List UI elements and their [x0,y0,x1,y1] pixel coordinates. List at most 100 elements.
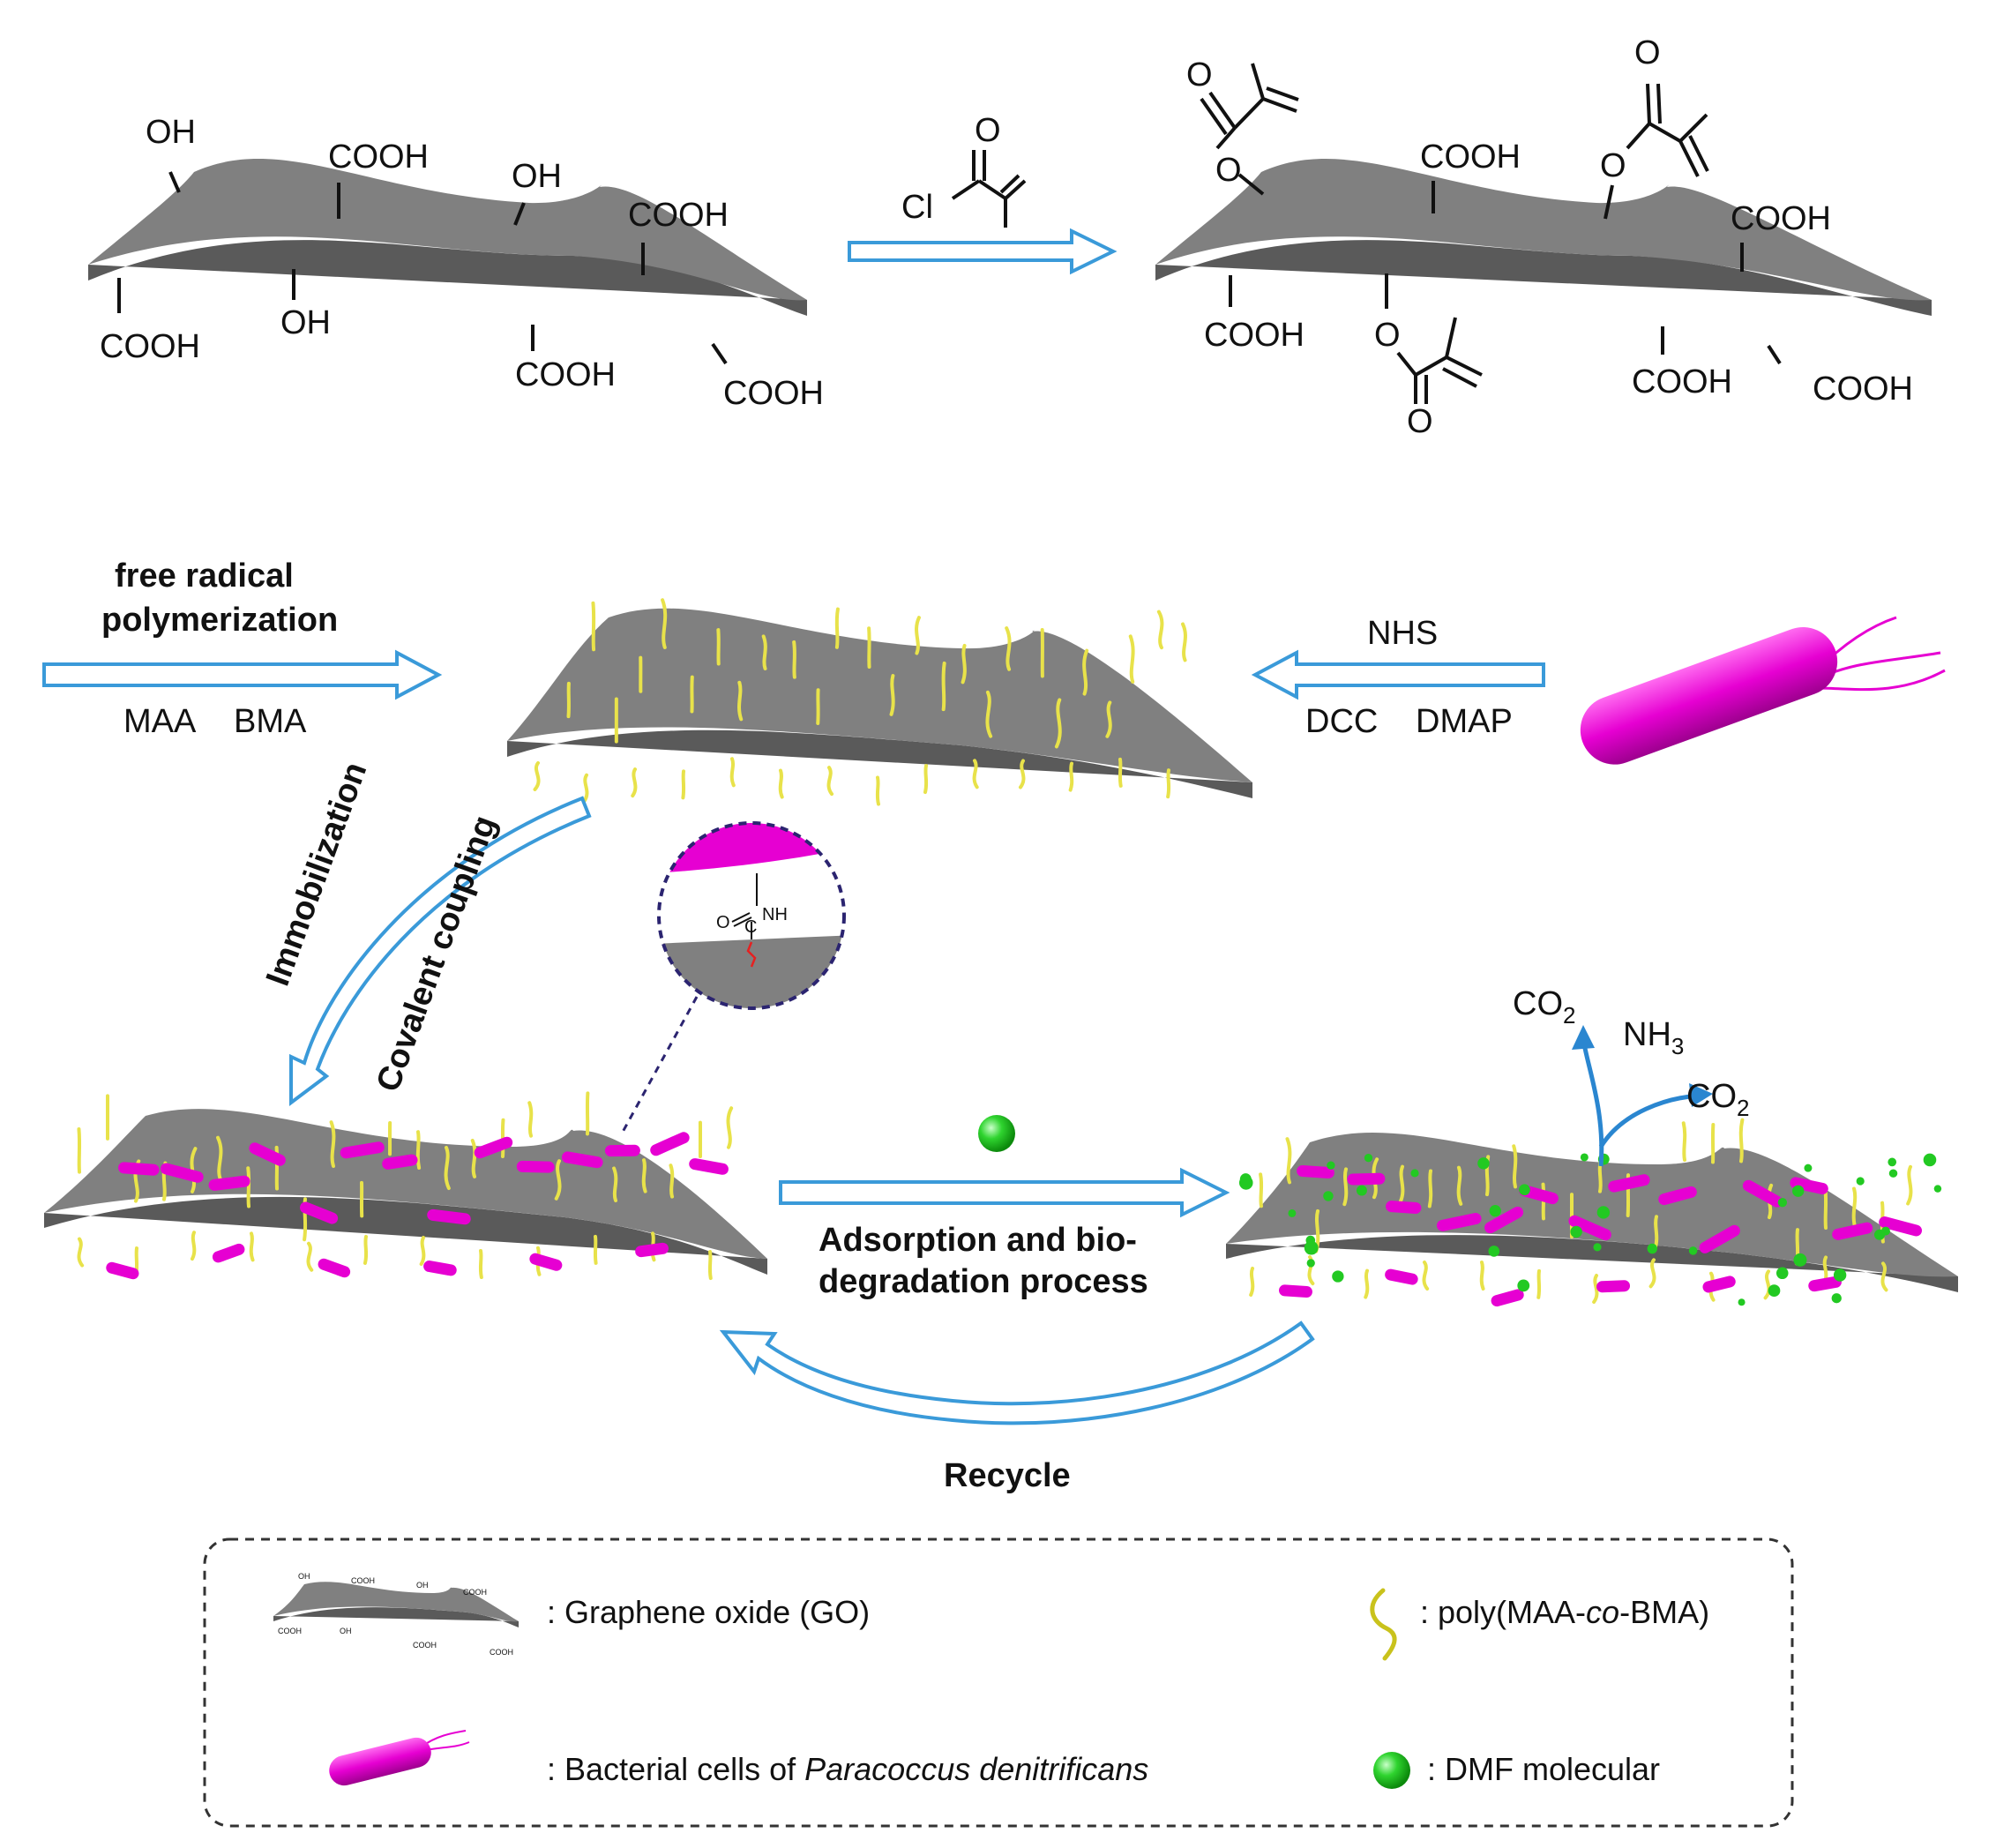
polymer-chain [554,1159,562,1201]
dmf-dot [1793,1253,1807,1267]
dmf-dot [1327,1161,1335,1170]
group-label: COOH [100,328,200,365]
polymer-chain [1005,626,1012,671]
bacterium [1484,1206,1524,1234]
dmf-dot [1288,1208,1297,1217]
dmf-dot [1570,1225,1582,1238]
mini-group-label: COOH [490,1648,513,1657]
polymer-chain [1166,768,1171,799]
polymer-chain [1068,761,1074,792]
polymer-chain [216,1135,223,1182]
polymer-chain [1648,1258,1656,1289]
bacterium [300,1201,339,1224]
bacterium [604,1144,640,1157]
mini-group-label: COOH [463,1588,487,1597]
dmf-dot [1356,1185,1367,1196]
mini-group-label: COOH [278,1627,302,1635]
dmf-dot [1775,1267,1789,1280]
dmf-dot [1873,1229,1886,1240]
bacterium [650,1132,690,1156]
bacterium [118,1162,160,1176]
bacterium [474,1136,513,1159]
recycle-label: Recycle [944,1457,1071,1494]
legend-bacteria-label: : Bacterial cells of Paracoccus denitrif… [547,1751,1148,1787]
group-label: COOH [1731,200,1831,237]
polymer-chain [737,680,744,722]
polymer-chain [582,773,589,804]
polymer-chain [1249,1266,1255,1297]
polymer-chain [1479,1261,1485,1291]
dmf-dot [1888,1157,1897,1167]
mini-group-label: OH [416,1581,429,1590]
group-label: COOH [515,356,616,393]
bacterium [1658,1186,1697,1206]
polymer-chain [923,764,929,795]
dmf-dot [1488,1246,1500,1257]
bacterium [689,1158,729,1175]
dmf-dot [1831,1293,1842,1304]
polymer-chain [707,1250,713,1281]
dmf-dot [1804,1163,1813,1172]
mini-group-label: OH [340,1627,352,1635]
polymer-chain [77,1127,82,1174]
bacterium [1608,1174,1650,1193]
immobilization-label: Immobilization [259,758,374,991]
process-label-line1: Adsorption and bio- [819,1222,1137,1259]
polymer-chain [889,674,895,716]
group-label: COOH [1420,138,1521,176]
dmf-dot [1304,1240,1319,1255]
methacryloyl-chloride-structure: O Cl [901,112,1027,228]
legend: OH COOH OH COOH COOH OH COOH COOH : Grap… [203,1538,1794,1828]
polymer-chain [681,769,686,800]
dmf-dot [1833,1268,1847,1282]
dmf-dot [1647,1243,1658,1254]
polymer-chain [669,1163,675,1199]
polymer-chain [1880,1261,1888,1292]
legend-go-symbol: OH COOH OH COOH COOH OH COOH COOH [273,1572,519,1657]
polymer-chain [1128,634,1135,684]
nh3-label: NH3 [1623,1016,1684,1059]
polymer-chain [1105,700,1112,738]
dmf-dot [1856,1177,1865,1186]
polymer-chain [972,759,979,789]
go-sheet-polymer-grafted [507,598,1252,806]
bacterium [427,1208,471,1225]
polymer-chain [444,1145,451,1191]
polymer-chain [1851,1186,1858,1232]
bacterium [423,1261,457,1276]
go-sheet-bacteria-immobilized [44,1091,767,1281]
polymer-chain [729,757,736,788]
polymer-chain [641,1158,647,1193]
polymer-chain [1536,1268,1542,1299]
zoom-inset-amide-bond: NH O C [586,821,846,1186]
dmf-molecule-marker [978,1115,1015,1152]
gas-evolution-arrows [1572,1025,1713,1167]
polymer-chain [1906,1164,1913,1206]
polymer-chain [478,1249,483,1280]
polymer-chain [1118,757,1123,788]
legend-polymer-label: : poly(MAA-co-BMA) [1420,1594,1709,1630]
polymer-chain [1427,1169,1433,1208]
monomer-label-bma: BMA [234,703,307,740]
group-label: COOH [1813,370,1913,408]
legend-polymer-symbol [1370,1588,1397,1661]
legend-dmf-symbol [1373,1752,1410,1789]
ester-oxygen: O [1215,152,1242,189]
polymerization-label-line1: free radical [115,557,294,595]
group-label: COOH [1204,317,1305,354]
group-label: COOH [723,375,824,412]
reagent-label-dmap: DMAP [1416,703,1513,740]
polymer-chain [329,1120,336,1169]
methacrylate-ester-top-left: O O [1186,56,1299,196]
polymer-chain [661,598,668,650]
polymer-chain [363,1234,369,1265]
dmf-dot [1519,1184,1530,1196]
legend-bacterium-symbol [329,1730,470,1786]
monomer-label-maa: MAA [123,703,197,740]
bacterium [1385,1268,1418,1285]
dmf-dot [1410,1169,1419,1178]
arrow-adsorption [779,1167,1230,1218]
bacterium [1699,1224,1740,1253]
arrow-polymerization [42,649,443,700]
